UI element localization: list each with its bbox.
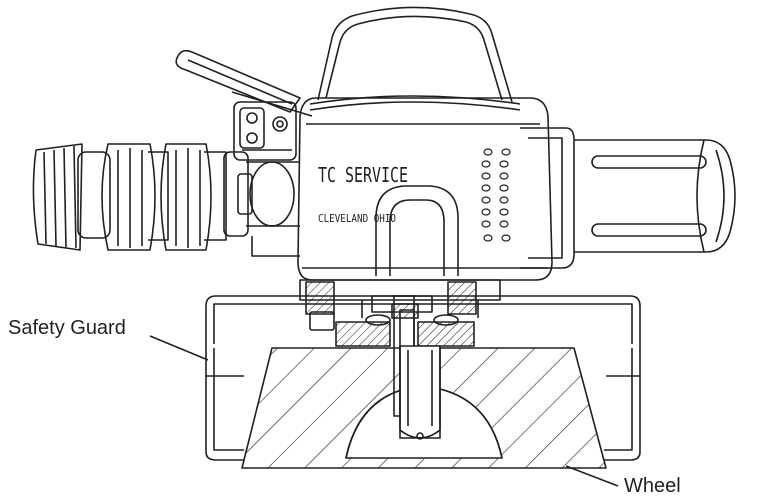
spindle-flange — [299, 279, 501, 417]
throttle-lever — [175, 49, 313, 117]
grinding-wheel — [241, 345, 607, 469]
wheel-label: Wheel — [624, 475, 681, 497]
motor-dome — [309, 6, 521, 111]
safety-guard-leader-line — [149, 335, 209, 361]
vent-holes — [481, 148, 511, 242]
brand-text: TC SERVICE — [318, 163, 408, 187]
wheel-leader-line — [565, 465, 619, 487]
right-handle — [574, 139, 736, 253]
left-handle — [32, 143, 300, 257]
motor-housing — [297, 97, 575, 281]
location-text: CLEVELAND OHIO — [318, 212, 396, 225]
lever-linkage — [233, 101, 297, 161]
safety-guard — [205, 295, 641, 461]
safety-guard-label: Safety Guard — [8, 317, 126, 339]
